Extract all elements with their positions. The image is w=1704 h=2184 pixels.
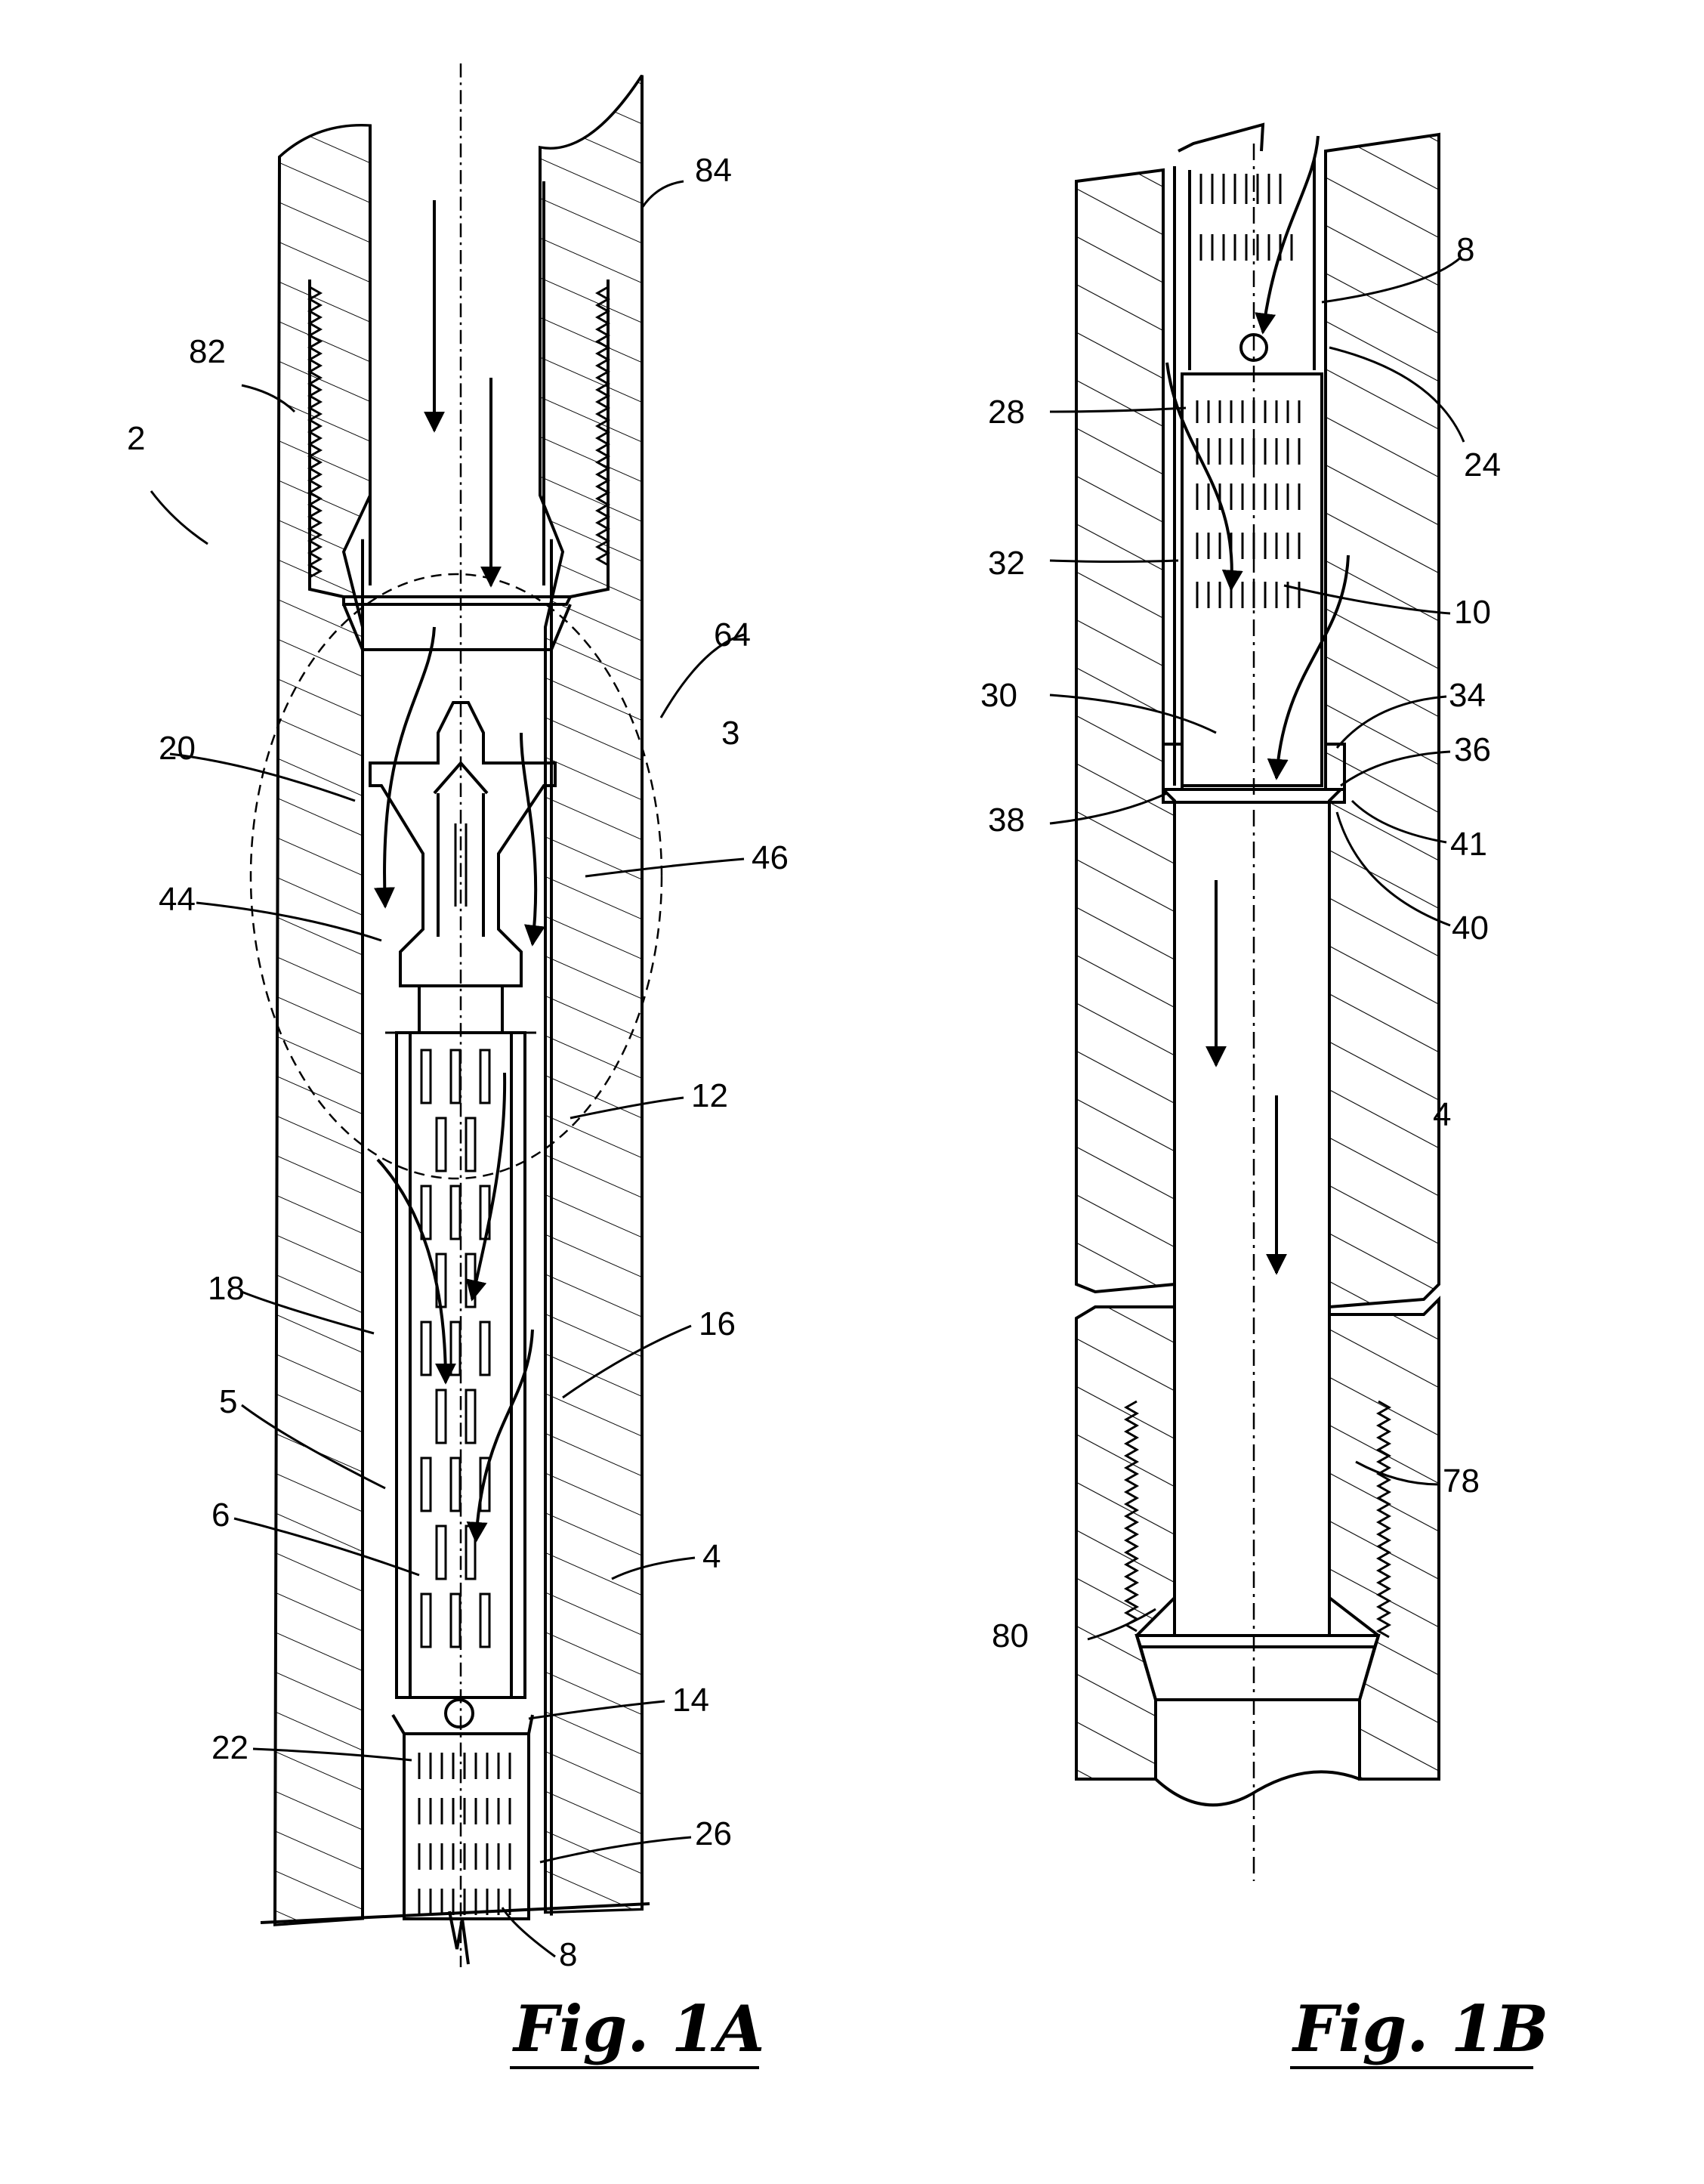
figure-1b-caption: Fig. 1B [1292, 1991, 1548, 2066]
label-10: 10 [1454, 594, 1491, 631]
slots [421, 1050, 489, 1647]
label-5: 5 [219, 1383, 237, 1420]
port-14 [446, 1700, 473, 1727]
label-20: 20 [159, 730, 196, 767]
label-78: 78 [1443, 1463, 1480, 1500]
label-36: 36 [1454, 731, 1491, 768]
label-26: 26 [695, 1815, 732, 1852]
label-6: 6 [211, 1497, 230, 1534]
label-82: 82 [189, 333, 226, 370]
label-3: 3 [721, 715, 739, 752]
label-46: 46 [752, 839, 789, 876]
figure-1b: 8 28 24 32 10 30 34 36 38 41 40 4 78 80 … [980, 125, 1548, 2068]
lower-slots [419, 1753, 510, 1915]
label-4-1b: 4 [1433, 1096, 1451, 1133]
label-34: 34 [1449, 677, 1486, 714]
label-64: 64 [714, 616, 751, 653]
housing-walls-1b [1076, 134, 1439, 1779]
label-18: 18 [208, 1270, 245, 1307]
label-80: 80 [992, 1617, 1029, 1654]
label-38: 38 [988, 802, 1025, 839]
label-84: 84 [695, 152, 732, 189]
label-40: 40 [1452, 910, 1489, 947]
label-28: 28 [988, 394, 1025, 431]
label-4: 4 [702, 1538, 721, 1575]
label-8: 8 [559, 1936, 577, 1973]
label-22: 22 [211, 1729, 248, 1766]
label-8: 8 [1456, 231, 1474, 268]
figure-1a-caption: Fig. 1A [512, 1991, 764, 2066]
label-14: 14 [672, 1682, 709, 1719]
label-24: 24 [1464, 446, 1501, 483]
figure-1a: 84 82 2 64 3 20 46 44 12 18 16 5 6 4 14 … [127, 63, 789, 2068]
leaders-1a [151, 181, 744, 1957]
label-12: 12 [691, 1077, 728, 1114]
label-2: 2 [127, 420, 145, 457]
label-30: 30 [980, 677, 1017, 714]
label-44: 44 [159, 881, 196, 918]
label-41: 41 [1450, 826, 1487, 863]
label-32: 32 [988, 545, 1025, 582]
label-16: 16 [699, 1305, 736, 1342]
